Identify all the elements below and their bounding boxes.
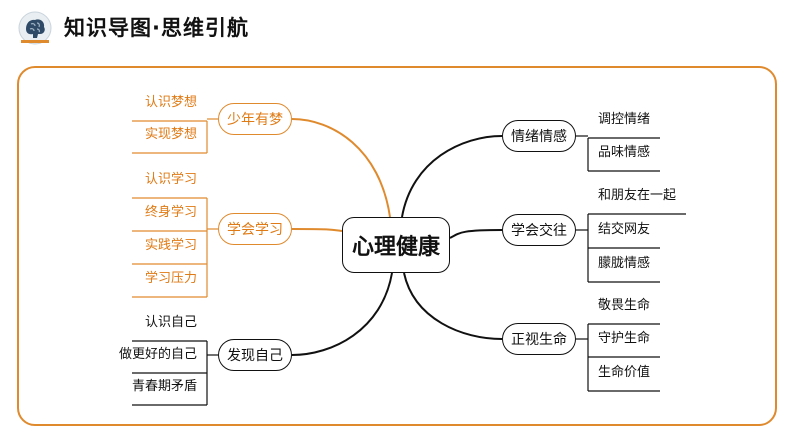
branch-connector	[401, 135, 503, 218]
leaf-item: 终身学习	[144, 205, 197, 220]
leaf-item: 认识自己	[144, 315, 197, 330]
brain-icon	[18, 11, 52, 45]
leaf-item: 敬畏生命	[598, 298, 651, 313]
leaf-item: 生命价值	[598, 365, 651, 380]
branch-node: 发现自己	[218, 339, 292, 371]
leaf-item: 朦胧情感	[598, 256, 651, 271]
leaf-item: 做更好的自己	[118, 347, 197, 362]
branch-connector	[291, 228, 343, 232]
leaf-item: 和朋友在一起	[598, 188, 677, 203]
branch-node: 学会交往	[502, 214, 576, 246]
branch-node: 正视生命	[502, 323, 576, 355]
branch-connector	[403, 272, 503, 340]
branch-connector	[291, 272, 393, 356]
branch-node: 少年有梦	[218, 103, 292, 135]
leaf-item: 青春期矛盾	[131, 379, 197, 394]
central-topic: 心理健康	[342, 217, 450, 273]
leaf-item: 认识梦想	[144, 95, 197, 110]
page-title: 知识导图·思维引航	[64, 16, 249, 40]
leaf-item: 品味情感	[598, 145, 651, 160]
branch-connector	[449, 229, 503, 239]
branch-connector	[291, 118, 391, 218]
mindmap-frame	[17, 66, 777, 426]
leaf-item: 实践学习	[144, 238, 197, 253]
leaf-item: 守护生命	[598, 331, 651, 346]
branch-node: 情绪情感	[502, 120, 576, 152]
leaf-item: 实现梦想	[144, 127, 197, 142]
branch-node: 学会学习	[218, 213, 292, 245]
leaf-item: 调控情绪	[598, 112, 651, 127]
leaf-item: 认识学习	[144, 172, 197, 187]
leaf-item: 学习压力	[144, 271, 197, 286]
leaf-item: 结交网友	[598, 222, 651, 237]
